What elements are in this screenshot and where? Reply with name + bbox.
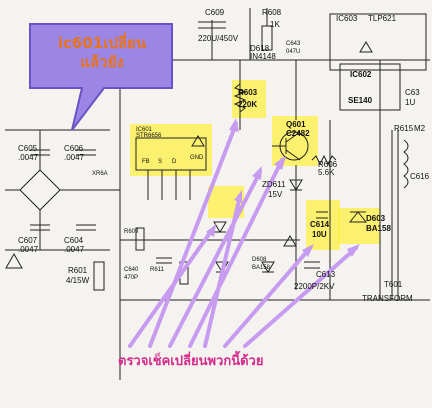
label-q601-val: C2482: [286, 129, 310, 138]
label-c63: C63: [405, 88, 420, 97]
footer-note: ตรวจเช็คเปลี่ยนพวกนี้ด้วย: [118, 354, 264, 369]
label-r606: R606: [318, 160, 338, 169]
label-ic601: IC601: [136, 127, 153, 133]
label-r609: R609: [124, 229, 139, 235]
label-r608-val: 1K: [270, 20, 280, 29]
label-transform: TRANSFORM: [362, 294, 413, 303]
label-d618: D618: [250, 44, 270, 53]
label-c607: C607: [18, 236, 38, 245]
label-tlp621: TLP621: [368, 14, 397, 23]
label-r601: R601: [68, 266, 88, 275]
label-r601-val: 4/15W: [66, 276, 90, 285]
label-ic601-val: STR6656: [136, 133, 162, 139]
highlight-c614: [306, 200, 340, 250]
label-r608: R608: [262, 8, 282, 17]
label-c643: C643: [286, 41, 301, 47]
label-c605-val: .0047: [18, 153, 39, 162]
label-r611: R611: [150, 267, 164, 273]
label-d608: D608: [252, 257, 267, 263]
label-r606-val: 5.6K: [318, 168, 335, 177]
label-pin-s: S: [158, 159, 163, 165]
label-d603-val: BA158: [366, 224, 391, 233]
callout-line-2: แล้วยัง: [80, 53, 124, 71]
label-zd611: ZD611: [262, 180, 286, 189]
label-c63-val: 1U: [405, 98, 416, 107]
label-ba158-small: BA158: [252, 265, 271, 271]
label-pin-gnd: GND: [190, 155, 204, 161]
label-c604: C604: [64, 236, 84, 245]
label-c614-val: 10U: [312, 230, 327, 239]
label-ic602: IC602: [350, 70, 372, 79]
label-c643-val: 047U: [286, 49, 301, 55]
label-d618-val: IN4148: [250, 52, 276, 61]
label-q601: Q601: [286, 120, 306, 129]
label-c616: C616: [410, 172, 430, 181]
callout-line-1: ic601เปลี่ยน: [57, 34, 147, 52]
label-r615: R615: [394, 124, 414, 133]
callout-bubble: [29, 23, 173, 131]
label-c640-val: 470P: [124, 275, 139, 281]
highlight-ic601: [130, 124, 212, 176]
highlight-q601: [272, 116, 318, 166]
label-c606-val: .0047: [64, 153, 85, 162]
label-pin-d: D: [172, 159, 177, 165]
label-c605: C605: [18, 144, 38, 153]
label-c613-val: 2200P/2KV: [294, 282, 335, 291]
label-c609-val: 220U/450V: [198, 34, 239, 43]
label-c606: C606: [64, 144, 84, 153]
label-xr6a: XR6A: [92, 171, 108, 177]
label-ic603: IC603: [336, 14, 358, 23]
label-d603: D603: [366, 214, 386, 223]
label-c609: C609: [205, 8, 225, 17]
label-c614: C614: [310, 220, 330, 229]
callout-text: ic601เปลี่ยน แล้วยัง: [44, 34, 160, 72]
label-r603: R603: [238, 88, 258, 97]
label-c604-val: .0047: [64, 245, 85, 254]
label-c607-val: .0047: [18, 245, 39, 254]
label-c640: C640: [124, 267, 139, 273]
label-m2: M2: [414, 124, 426, 133]
label-c613: C613: [316, 270, 336, 279]
label-se140: SE140: [348, 96, 373, 105]
highlight-arrows: [128, 118, 360, 348]
label-t601: T601: [384, 280, 403, 289]
label-r603-val: 220K: [238, 100, 258, 109]
label-pin-fb: FB: [142, 159, 150, 165]
label-zd611-val: 15V: [268, 190, 283, 199]
